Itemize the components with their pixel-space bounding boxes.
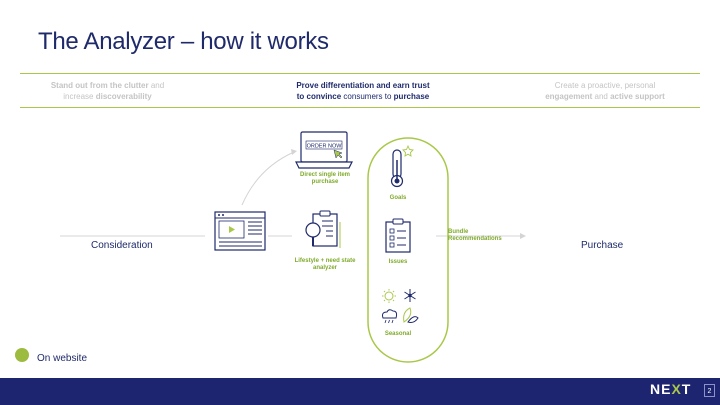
band-left-bold1: Stand out from the clutter	[50, 81, 149, 90]
band-middle-bold3: purchase	[393, 92, 430, 101]
band-right-text: Create a proactive, personal engagement …	[510, 80, 700, 102]
page-title: The Analyzer – how it works	[38, 28, 329, 55]
page-number: 2	[704, 384, 715, 397]
clipboard-magnifier-icon	[305, 210, 341, 248]
logo-x: X	[671, 381, 682, 397]
footer-bar	[0, 378, 720, 405]
legend-label: On website	[37, 353, 88, 364]
laptop-icon	[295, 131, 353, 169]
flow-arrowhead-laptop	[291, 149, 297, 155]
band-middle-bold1: Prove differentiation and earn trust	[296, 81, 430, 90]
next-logo: NEXT	[650, 381, 691, 397]
issues-label: Issues	[388, 259, 408, 265]
logo-pre: NE	[650, 381, 672, 397]
analyzer-label: Lifestyle + need state analyzer	[294, 258, 356, 271]
issues-clipboard-icon	[385, 218, 411, 253]
band-bottom-line	[20, 107, 700, 108]
thermometer-star-icon	[390, 144, 414, 188]
band-right-bold3: active support	[610, 92, 665, 101]
direct-purchase-label: Direct single item purchase	[299, 172, 350, 185]
snowflake-icon	[404, 289, 416, 302]
pill-container	[367, 137, 449, 363]
rain-cloud-icon	[382, 309, 398, 324]
purchase-label: Purchase	[581, 240, 624, 251]
browser-window-icon	[214, 211, 266, 251]
laptop-screen-text: ORDER NOW	[307, 144, 343, 150]
band-right-plain2: and	[592, 92, 611, 101]
band-middle-text: Prove differentiation and earn trust to …	[268, 80, 458, 102]
flow-arrowhead-right	[520, 233, 526, 239]
band-left-plain1: and	[148, 81, 165, 90]
band-right-bold2: engagement	[545, 92, 593, 101]
leaves-icon	[403, 307, 419, 323]
legend-dot	[15, 348, 29, 362]
band-top-line	[20, 73, 700, 74]
band-right-plain1: Create a proactive, personal	[554, 81, 656, 90]
band-middle-plain2: consumers to	[341, 92, 394, 101]
goals-label: Goals	[389, 195, 407, 201]
band-left-bold2: discoverability	[95, 92, 152, 101]
sun-icon	[382, 289, 396, 303]
band-left-text: Stand out from the clutter and increase …	[20, 80, 195, 102]
band-left-plain2: increase	[63, 92, 96, 101]
logo-post: T	[681, 381, 692, 397]
consideration-label: Consideration	[91, 240, 153, 251]
bundle-recommendations-label: Bundle Recommendations	[448, 229, 502, 242]
flow-curve-to-laptop	[241, 151, 295, 206]
band-middle-bold2: to convince	[296, 92, 342, 101]
seasonal-label: Seasonal	[384, 331, 412, 337]
